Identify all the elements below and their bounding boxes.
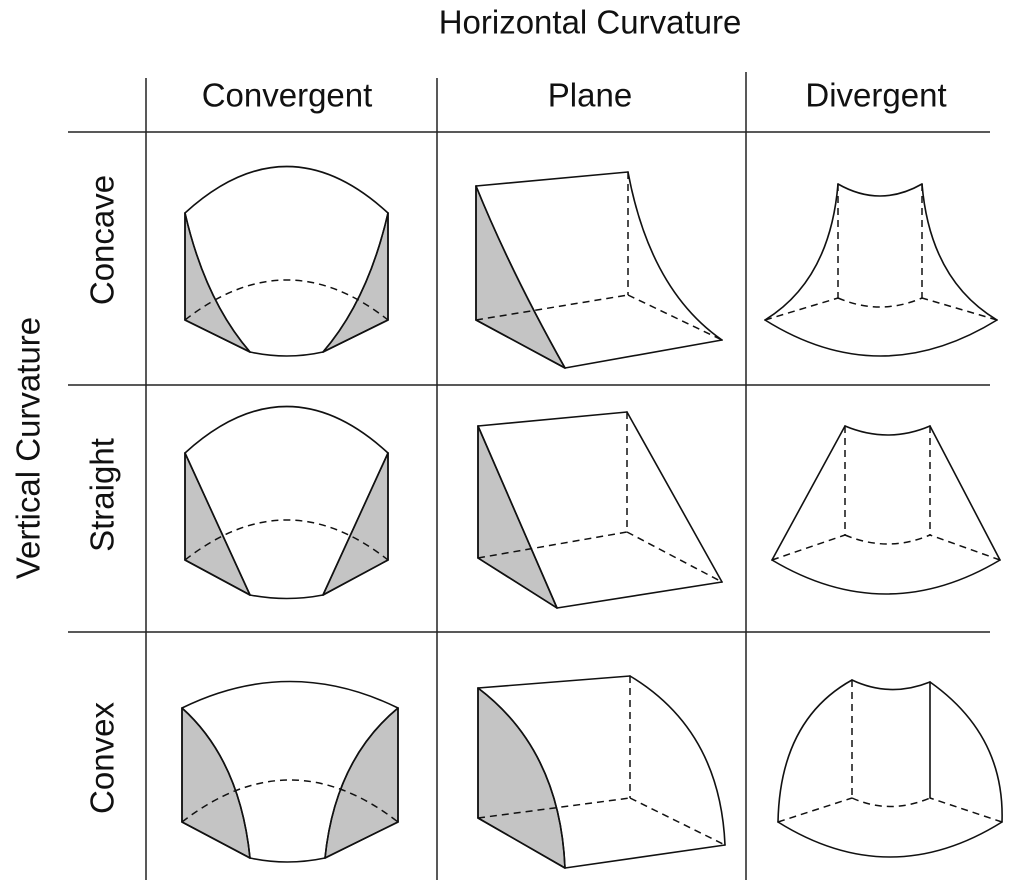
shape-straight-plane — [477, 411, 723, 609]
shape-convex-convergent — [181, 680, 399, 863]
shape-concave-convergent — [184, 165, 389, 357]
shape-straight-convergent — [184, 405, 389, 600]
column-header-convergent: Convergent — [201, 76, 373, 114]
shape-concave-plane — [475, 171, 723, 369]
column-header-divergent: Divergent — [805, 76, 947, 114]
column-header-plane: Plane — [547, 76, 633, 114]
horizontal-curvature-title: Horizontal Curvature — [438, 3, 742, 41]
grid-lines — [68, 72, 990, 880]
shape-convex-divergent — [777, 679, 1003, 858]
shape-convex-plane — [477, 675, 726, 869]
shape-concave-divergent — [764, 183, 998, 357]
shape-straight-divergent — [771, 425, 1001, 595]
